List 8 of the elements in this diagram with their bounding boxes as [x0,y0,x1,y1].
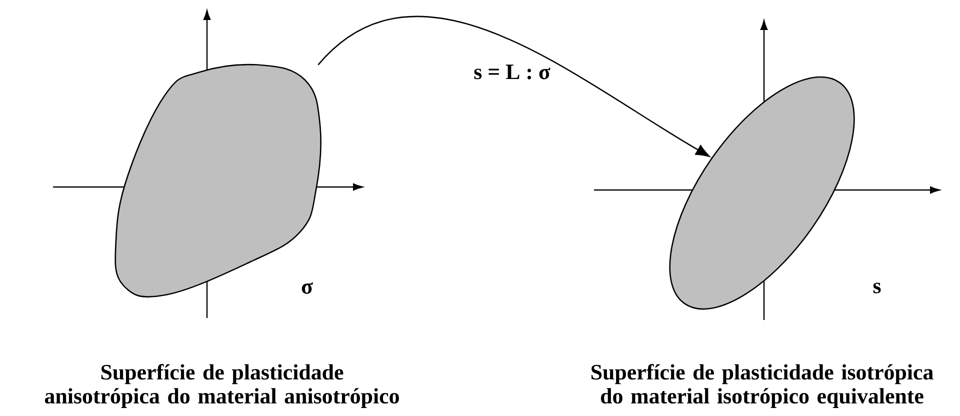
edge-label: s = L : σ [474,64,550,80]
yield-surface [669,76,855,310]
axis-symbol: s [873,282,881,294]
yield-surface [114,64,322,298]
axis-symbol: σ [302,282,313,294]
curved-arrow [318,16,710,157]
node-label: Superfície de plasticidade isotrópica do material isotrópico equivalente [592,364,934,408]
node-label: Superfície de plasticidade anisotrópica do material anisotrópico [44,364,399,408]
